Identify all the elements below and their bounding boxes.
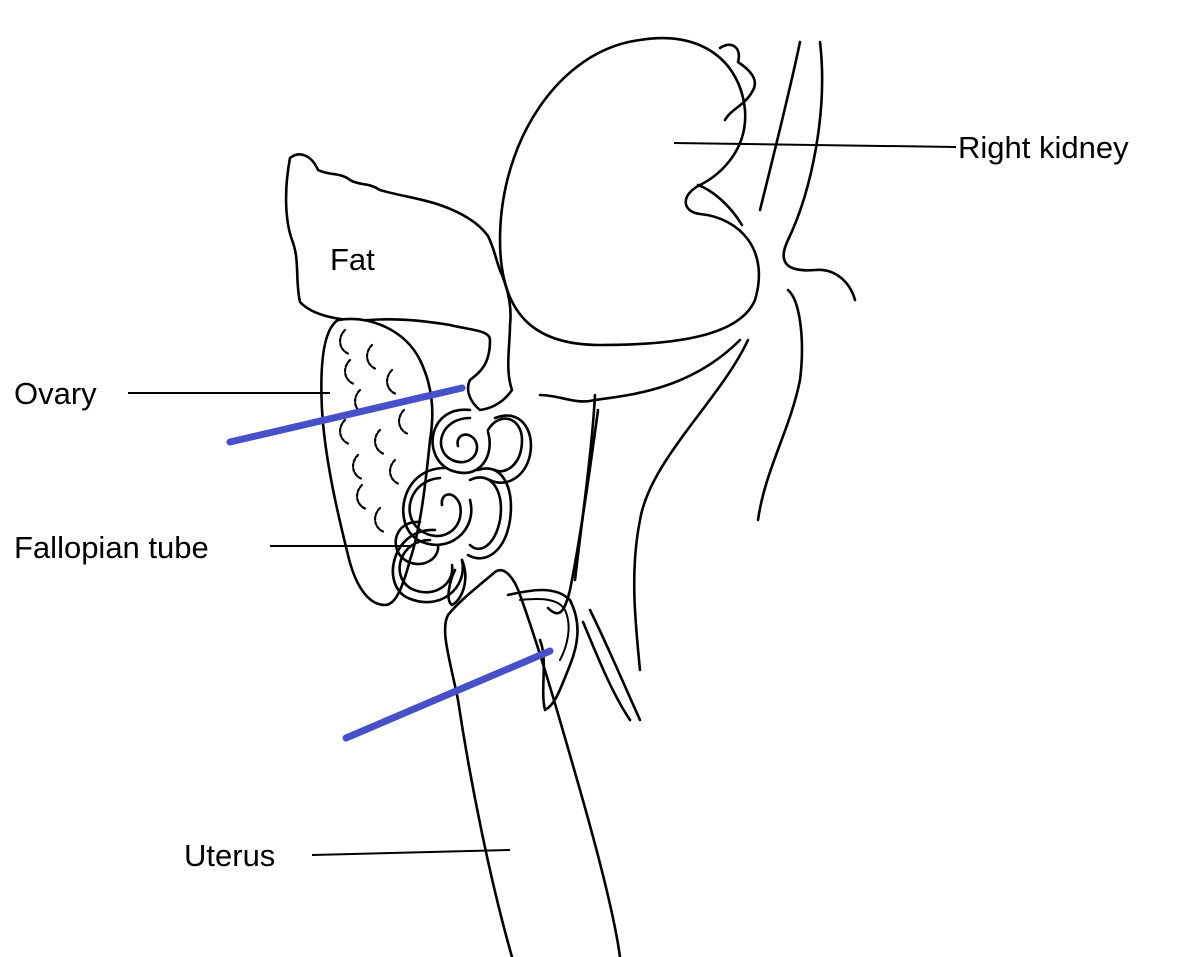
ovary-outline	[321, 319, 432, 605]
fallopian-tube-label: Fallopian tube	[14, 530, 209, 565]
tube-coil-2-outer	[490, 416, 531, 483]
ovary	[321, 319, 432, 605]
vessel-branch	[758, 290, 802, 520]
right-kidney-label: Right kidney	[958, 130, 1129, 165]
uterus-outline	[445, 570, 620, 957]
vessel-outer-left	[760, 42, 800, 210]
fat-label: Fat	[330, 242, 375, 277]
vessel-outer-right	[784, 42, 855, 300]
uterus-label: Uterus	[184, 838, 275, 873]
tube-coil-1	[441, 418, 477, 462]
ovary-label: Ovary	[14, 376, 97, 411]
tube-coil-2	[488, 419, 522, 472]
ureter-mid	[540, 340, 740, 401]
lower-vessel-b	[590, 610, 640, 720]
tube-coil-4	[470, 477, 501, 548]
uterus-leader	[312, 850, 510, 855]
lower-vessel-a	[583, 622, 630, 720]
right-kidney	[500, 38, 759, 345]
kidney-outline	[500, 38, 759, 345]
